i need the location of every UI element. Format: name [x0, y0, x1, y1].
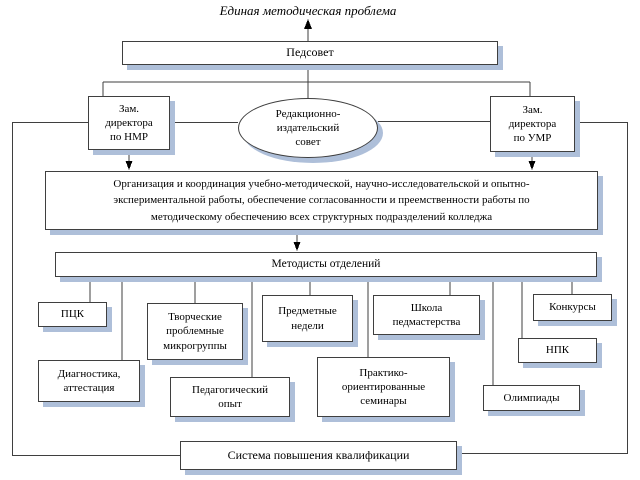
node-deputy-director-nmr: Зам. директора по НМР — [88, 96, 170, 150]
node-practice-oriented-seminars: Практико- ориентированные семинары — [317, 357, 450, 417]
diagram-title: Единая методическая проблема — [219, 3, 397, 18]
arrowhead-nmr-icon — [125, 161, 133, 170]
arrowhead-umr-icon — [528, 161, 536, 170]
node-methodists: Методисты отделений — [55, 252, 597, 277]
node-coordination-statement: Организация и координация учебно-методич… — [45, 171, 598, 230]
arrowheads — [125, 19, 536, 251]
node-npk: НПК — [518, 338, 597, 363]
node-qualification-system: Система повышения квалификации — [180, 441, 457, 470]
connectors — [12, 28, 628, 456]
node-pedagogy-mastery-school: Школа педмастерства — [373, 295, 480, 335]
node-olympiads: Олимпиады — [483, 385, 580, 411]
node-diagnostics-attestation: Диагностика, аттестация — [38, 360, 140, 402]
node-pedsovet: Педсовет — [122, 41, 498, 65]
node-deputy-director-umr: Зам. директора по УМР — [490, 96, 575, 152]
node-pedagogical-experience: Педагогический опыт — [170, 377, 290, 417]
arrowhead-methodists-icon — [293, 242, 301, 251]
arrowhead-up-icon — [304, 19, 312, 29]
node-subject-weeks: Предметные недели — [262, 295, 353, 342]
node-editorial-publishing-council: Редакционно- издательский совет — [238, 98, 378, 158]
node-creative-problem-microgroups: Творческие проблемные микрогруппы — [147, 303, 243, 360]
node-pck: ПЦК — [38, 302, 107, 327]
node-contests: Конкурсы — [533, 294, 612, 321]
